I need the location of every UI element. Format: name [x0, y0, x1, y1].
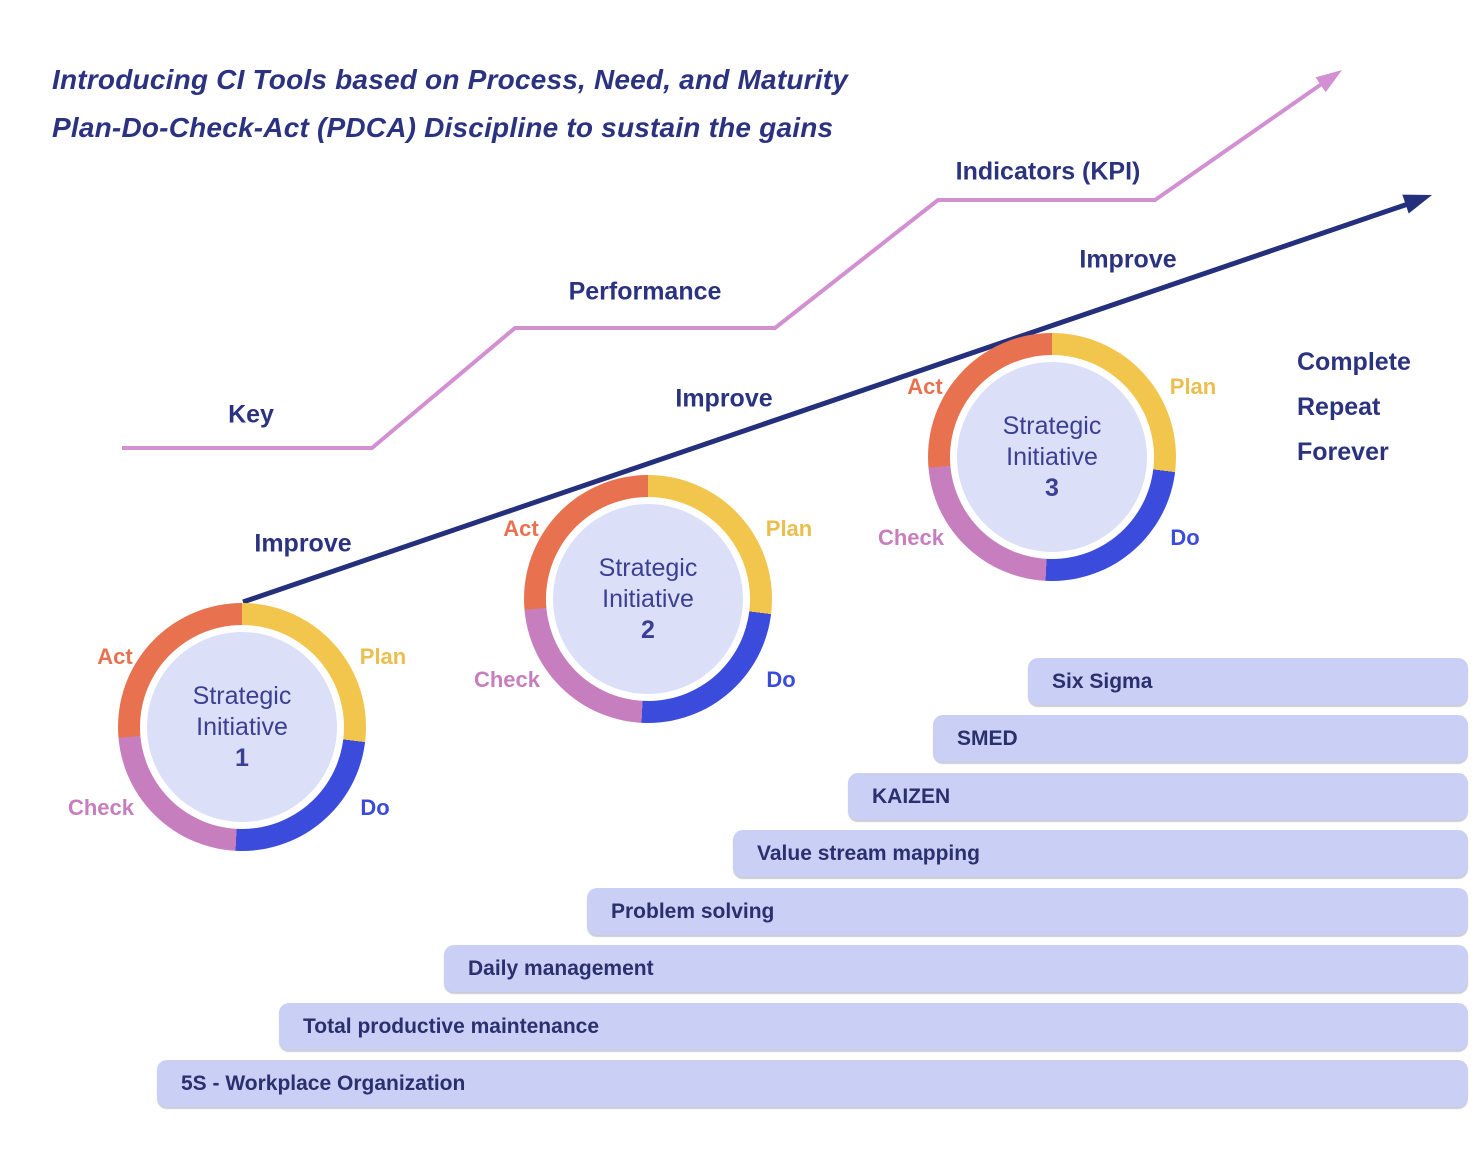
tool-bar-5s-workplace-organization: 5S - Workplace Organization: [157, 1060, 1468, 1107]
initiative-line-1: Strategic: [598, 553, 698, 582]
initiative-line-1: Strategic: [192, 681, 292, 710]
initiative-number: 3: [1045, 473, 1059, 502]
pdca-cycle-2: Strategic Initiative 2 Act Plan Check Do: [474, 475, 812, 723]
pdca-plan-label: Plan: [1169, 374, 1217, 399]
tool-bar-value-stream-mapping: Value stream mapping: [733, 830, 1468, 877]
tool-bar-total-productive-maintenance: Total productive maintenance: [279, 1003, 1468, 1050]
pdca-inner-circle: Strategic Initiative 2: [553, 504, 743, 694]
title-line-1: Introducing CI Tools based on Process, N…: [52, 64, 849, 95]
improve-label-2: Improve: [675, 384, 773, 413]
tool-bar-daily-management: Daily management: [444, 945, 1468, 992]
pdca-do-label: Do: [1170, 525, 1200, 550]
tool-bar-label: 5S - Workplace Organization: [181, 1071, 466, 1095]
pdca-check-label: Check: [67, 795, 135, 820]
pdca-act-label: Act: [503, 516, 539, 541]
kpi-label-indicators: Indicators (KPI): [955, 157, 1141, 186]
improve-label-1: Improve: [254, 529, 352, 558]
kpi-step-line: [122, 81, 1325, 450]
initiative-line-2: Initiative: [196, 712, 288, 741]
end-note-line-2: Repeat: [1297, 393, 1381, 421]
pdca-check-label: Check: [473, 667, 541, 692]
kpi-arrowhead-icon: [1315, 70, 1342, 93]
kpi-label-performance: Performance: [568, 277, 722, 306]
pdca-act-label: Act: [907, 374, 943, 399]
tool-bar-label: SMED: [957, 726, 1018, 750]
pdca-plan-label: Plan: [359, 644, 407, 669]
tool-bar-kaizen: KAIZEN: [848, 773, 1468, 820]
page-title: Introducing CI Tools based on Process, N…: [52, 56, 848, 152]
end-note: Complete Repeat Forever: [1297, 340, 1411, 475]
initiative-number: 2: [641, 615, 655, 644]
pdca-do-label: Do: [360, 795, 390, 820]
tool-bar-smed: SMED: [933, 715, 1468, 762]
pdca-do-label: Do: [766, 667, 796, 692]
title-line-2: Plan-Do-Check-Act (PDCA) Discipline to s…: [52, 112, 834, 143]
end-note-line-3: Forever: [1297, 438, 1389, 466]
initiative-number: 1: [235, 743, 249, 772]
initiative-line-2: Initiative: [1006, 442, 1098, 471]
improve-arrowhead-icon: [1402, 194, 1432, 214]
pdca-inner-circle: Strategic Initiative 1: [147, 632, 337, 822]
end-note-line-1: Complete: [1297, 348, 1411, 376]
tool-bar-label: Total productive maintenance: [303, 1014, 599, 1038]
tool-bar-label: KAIZEN: [872, 784, 951, 808]
pdca-inner-circle: Strategic Initiative 3: [957, 362, 1147, 552]
improve-arrow-line: [242, 201, 1409, 605]
kpi-label-key: Key: [228, 400, 274, 429]
initiative-line-2: Initiative: [602, 584, 694, 613]
tool-bar-label: Daily management: [468, 956, 654, 980]
pdca-plan-label: Plan: [765, 516, 813, 541]
tool-bar-problem-solving: Problem solving: [587, 888, 1468, 935]
pdca-cycle-1: Strategic Initiative 1 Act Plan Check Do: [68, 603, 406, 851]
initiative-line-1: Strategic: [1002, 411, 1102, 440]
tool-bar-label: Six Sigma: [1052, 669, 1153, 693]
pdca-cycle-3: Strategic Initiative 3 Act Plan Check Do: [878, 333, 1216, 581]
tool-bar-label: Value stream mapping: [757, 841, 980, 865]
pdca-act-label: Act: [97, 644, 133, 669]
pdca-check-label: Check: [877, 525, 945, 550]
tool-bar-six-sigma: Six Sigma: [1028, 658, 1468, 705]
tool-bar-label: Problem solving: [611, 899, 775, 923]
improve-label-3: Improve: [1079, 245, 1177, 274]
